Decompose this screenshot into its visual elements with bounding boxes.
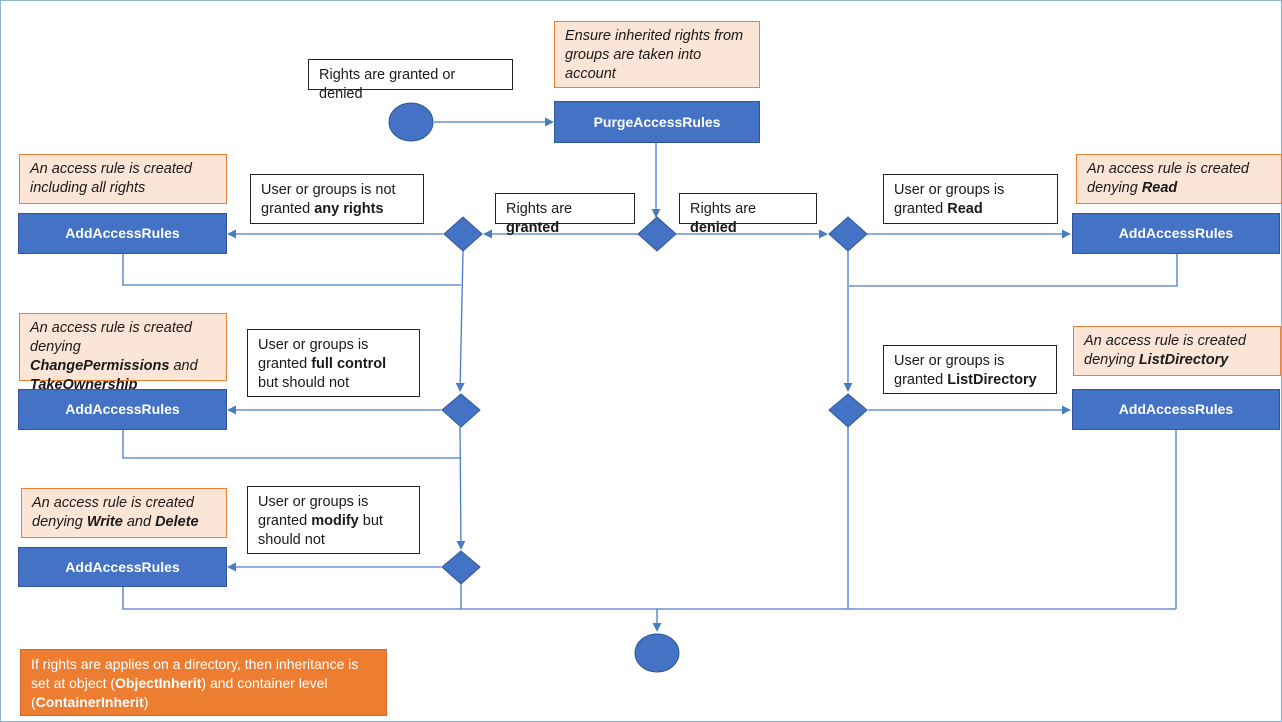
left-condition-3: User or groups is granted modify but sho…	[247, 486, 420, 554]
left-add-access-rules-3: AddAccessRules	[18, 547, 227, 587]
left-add-access-rules-2: AddAccessRules	[18, 389, 227, 430]
left-note-1: An access rule is created including all …	[19, 154, 227, 204]
start-label: Rights are granted or denied	[308, 59, 513, 102]
granted-label: Rights are granted	[495, 193, 635, 236]
right-add-access-rules-1: AddAccessRules	[1072, 213, 1280, 254]
right-decision-1-diamond	[828, 216, 868, 252]
left-d1-to-d2-connector	[455, 250, 465, 392]
left-decision-2-diamond	[441, 393, 481, 428]
left-decision-3-diamond	[441, 550, 481, 585]
right-add-access-rules-2: AddAccessRules	[1072, 389, 1280, 430]
left-condition-2: User or groups is granted full control b…	[247, 329, 420, 397]
right-note-1: An access rule is created denying Read	[1076, 154, 1282, 204]
inheritance-note: Ensure inherited rights from groups are …	[554, 21, 760, 88]
left-action3-return	[122, 587, 1176, 610]
right-condition-1: User or groups is granted Read	[883, 174, 1058, 224]
left-note-2: An access rule is created denying Change…	[19, 313, 227, 393]
right-condition-2: User or groups is granted ListDirectory	[883, 345, 1057, 394]
branch-decision-diamond	[637, 216, 677, 252]
left-decision-1-diamond	[443, 216, 483, 252]
left-d2-to-d3-connector	[456, 426, 466, 550]
left-note-3: An access rule is created denying Write …	[21, 488, 227, 538]
end-node	[634, 633, 680, 673]
left-add-access-rules-1: AddAccessRules	[18, 213, 227, 254]
left-condition-1: User or groups is not granted any rights	[250, 174, 424, 224]
left-action1-return	[122, 254, 461, 286]
left-action2-return	[122, 430, 461, 459]
denied-label: Rights are denied	[679, 193, 817, 236]
inheritance-callout: If rights are applies on a directory, th…	[20, 649, 387, 716]
right-action1-return	[849, 254, 1178, 287]
start-node	[388, 102, 434, 142]
right-decision-2-diamond	[828, 393, 868, 428]
purge-access-rules-action: PurgeAccessRules	[554, 101, 760, 143]
right-note-2: An access rule is created denying ListDi…	[1073, 326, 1281, 376]
